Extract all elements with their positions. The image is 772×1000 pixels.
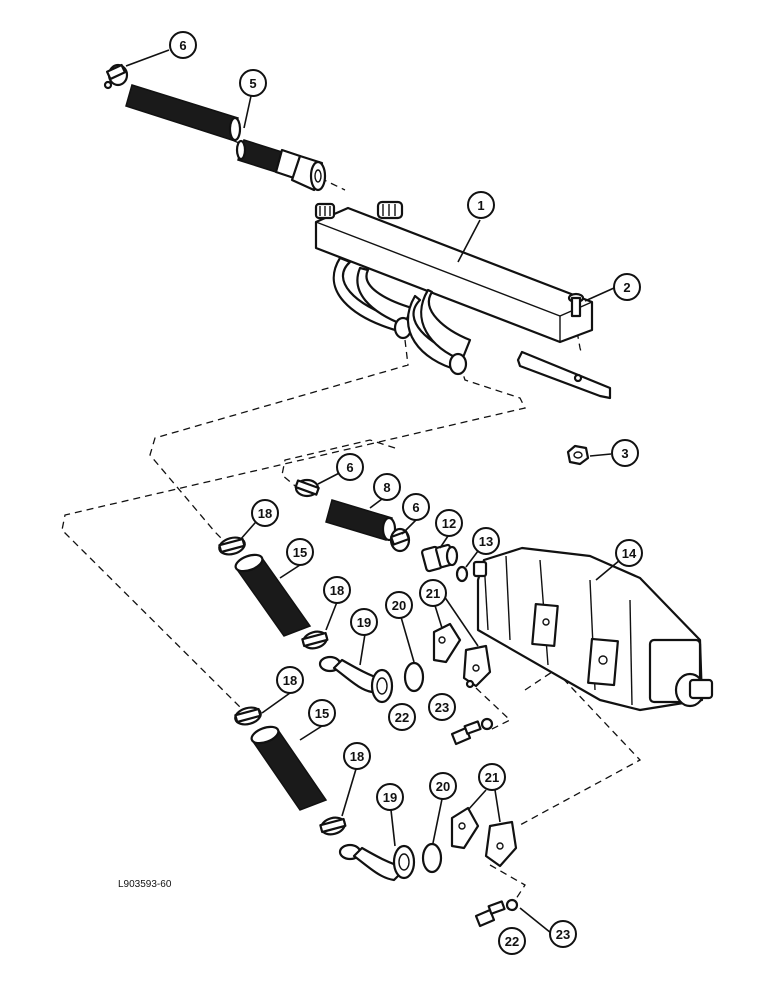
svg-text:12: 12 <box>442 516 456 531</box>
svg-text:22: 22 <box>505 934 519 949</box>
callout-14: 14 <box>615 539 643 567</box>
manifold-block <box>314 200 612 400</box>
hose-clamp-18d <box>319 816 347 836</box>
o-ring-small <box>455 565 469 583</box>
svg-text:21: 21 <box>485 770 499 785</box>
callout-18: 18 <box>343 742 371 770</box>
hose-clamp-18a <box>218 536 246 556</box>
hose-clamp-18b <box>301 630 329 650</box>
callout-13: 13 <box>472 527 500 555</box>
split-flange-lower <box>450 806 518 868</box>
svg-text:23: 23 <box>435 700 449 715</box>
svg-text:22: 22 <box>395 710 409 725</box>
svg-text:13: 13 <box>479 534 493 549</box>
svg-text:21: 21 <box>426 586 440 601</box>
callout-15: 15 <box>286 538 314 566</box>
callout-21: 21 <box>478 763 506 791</box>
callout-3: 3 <box>611 439 639 467</box>
svg-text:14: 14 <box>622 546 637 561</box>
svg-text:18: 18 <box>283 673 297 688</box>
callout-6: 6 <box>402 493 430 521</box>
svg-text:5: 5 <box>249 76 256 91</box>
callout-18: 18 <box>251 499 279 527</box>
callout-18: 18 <box>323 576 351 604</box>
o-ring-upper <box>403 661 425 693</box>
svg-text:19: 19 <box>383 790 397 805</box>
callout-23: 23 <box>428 693 456 721</box>
svg-text:1: 1 <box>477 198 484 213</box>
nut <box>566 444 590 466</box>
svg-text:15: 15 <box>293 545 307 560</box>
svg-text:3: 3 <box>621 446 628 461</box>
callout-1: 1 <box>467 191 495 219</box>
hose-clamp-18c <box>234 706 262 726</box>
drawing-code: L903593-60 <box>118 879 172 890</box>
dashed-connection-lines <box>61 139 642 906</box>
elbow-fitting-lower <box>338 843 416 882</box>
bolt <box>567 292 585 318</box>
callout-19: 19 <box>376 783 404 811</box>
callout-23: 23 <box>549 920 577 948</box>
callout-20: 20 <box>429 772 457 800</box>
adapter-fitting <box>420 543 459 573</box>
callout-19: 19 <box>350 608 378 636</box>
svg-text:18: 18 <box>330 583 344 598</box>
hydraulic-pump <box>472 546 714 712</box>
bolt-washer-upper <box>450 717 494 746</box>
svg-text:20: 20 <box>392 598 406 613</box>
svg-text:6: 6 <box>179 38 186 53</box>
hose-long-upper <box>234 553 312 637</box>
svg-text:8: 8 <box>383 480 390 495</box>
svg-text:2: 2 <box>623 280 630 295</box>
split-flange-upper <box>432 622 492 689</box>
callout-12: 12 <box>435 509 463 537</box>
svg-text:15: 15 <box>315 706 329 721</box>
svg-text:6: 6 <box>346 460 353 475</box>
callout-6: 6 <box>169 31 197 59</box>
callout-2: 2 <box>613 273 641 301</box>
callout-6: 6 <box>336 453 364 481</box>
bolt-washer-lower <box>474 898 519 928</box>
callout-20: 20 <box>385 591 413 619</box>
svg-text:23: 23 <box>556 927 570 942</box>
callout-18: 18 <box>276 666 304 694</box>
callout-5: 5 <box>239 69 267 97</box>
callout-15: 15 <box>308 699 336 727</box>
hose-clamp-top <box>103 63 129 90</box>
hose-assembly <box>235 139 327 192</box>
svg-text:19: 19 <box>357 615 371 630</box>
hose-clamp-right <box>389 527 411 553</box>
elbow-fitting-upper <box>318 655 394 704</box>
svg-text:18: 18 <box>350 749 364 764</box>
callout-22: 22 <box>388 703 416 731</box>
o-ring-lower <box>421 842 443 874</box>
svg-text:6: 6 <box>412 500 419 515</box>
hose-upper <box>125 84 242 142</box>
callout-8: 8 <box>373 473 401 501</box>
svg-text:18: 18 <box>258 506 272 521</box>
leader-lines <box>125 49 621 934</box>
svg-text:20: 20 <box>436 779 450 794</box>
hose-short <box>325 499 397 542</box>
hose-clamp-middle <box>294 478 320 498</box>
callout-22: 22 <box>498 927 526 955</box>
hose-long-lower <box>250 725 328 811</box>
callout-21: 21 <box>419 579 447 607</box>
